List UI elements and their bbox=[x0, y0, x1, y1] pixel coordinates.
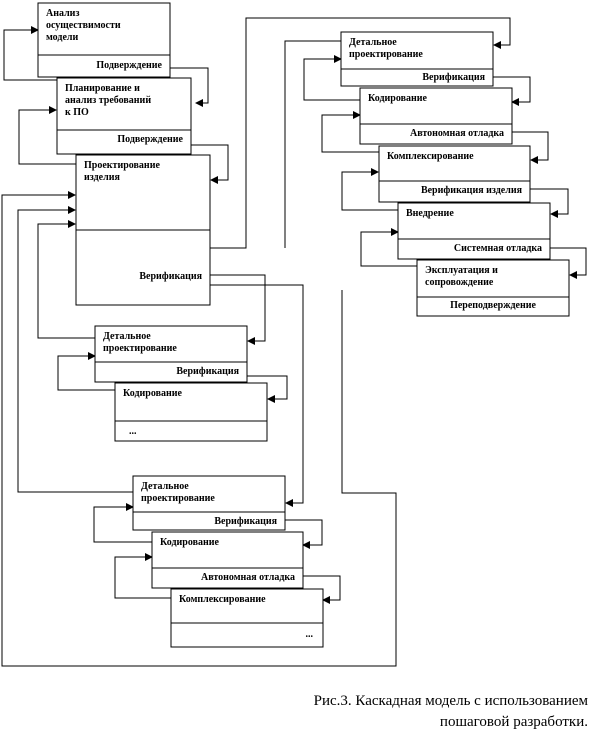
process-box: Эксплуатация исопровождениеПереподвержде… bbox=[416, 259, 570, 317]
connector bbox=[93, 503, 152, 543]
connector bbox=[341, 168, 399, 211]
box-frame bbox=[170, 588, 324, 648]
box-frame bbox=[114, 382, 268, 442]
box-title: осуществимости bbox=[46, 20, 121, 31]
connector bbox=[57, 352, 116, 391]
connector bbox=[360, 228, 417, 267]
connector bbox=[284, 519, 323, 549]
box-subtitle: Подверждение bbox=[117, 134, 183, 145]
box-title: проектирование bbox=[141, 493, 215, 504]
box-subtitle: Автономная отладка bbox=[410, 128, 504, 139]
box-subtitle: Верификация изделия bbox=[421, 185, 523, 196]
box-title: Внедрение bbox=[406, 208, 454, 219]
box-title: Комплексирование bbox=[387, 151, 474, 162]
connector bbox=[510, 131, 549, 164]
box-title: Кодирование bbox=[368, 93, 428, 104]
process-boxes: АнализосуществимостимоделиПодверждениеПл… bbox=[37, 2, 570, 648]
box-title: модели bbox=[46, 32, 78, 43]
box-title: Комплексирование bbox=[179, 594, 266, 605]
box-subtitle: Переподверждение bbox=[450, 300, 536, 311]
box-subtitle: Подверждение bbox=[96, 60, 162, 71]
box-frame bbox=[340, 31, 494, 87]
box-title: Детальное bbox=[103, 331, 151, 342]
connector bbox=[492, 76, 531, 106]
connector bbox=[18, 106, 77, 165]
box-subtitle: Верификация bbox=[422, 72, 485, 83]
box-frame bbox=[378, 145, 531, 203]
box-frame bbox=[359, 87, 513, 145]
connector bbox=[3, 26, 57, 81]
box-title: анализ требований bbox=[65, 95, 151, 106]
connector bbox=[246, 375, 288, 403]
box-title: Анализ bbox=[46, 8, 79, 19]
box-title: Детальное bbox=[141, 481, 189, 492]
connectors bbox=[1, 17, 587, 667]
box-title: к ПО bbox=[65, 107, 89, 118]
box-frame bbox=[151, 531, 304, 589]
connector bbox=[209, 274, 266, 345]
caption-line-2: пошаговой разработки. bbox=[440, 714, 588, 730]
box-title: изделия bbox=[84, 172, 120, 183]
connector bbox=[209, 17, 511, 249]
box-subtitle: ... bbox=[306, 629, 314, 640]
box-title: Детальное bbox=[349, 37, 397, 48]
connector bbox=[37, 220, 96, 339]
connector bbox=[530, 188, 569, 218]
box-frame bbox=[416, 259, 570, 317]
box-title: Планирование и bbox=[65, 83, 140, 94]
connector bbox=[190, 144, 229, 184]
connector bbox=[321, 111, 379, 153]
connector bbox=[303, 55, 360, 101]
box-subtitle: Системная отладка bbox=[454, 243, 542, 254]
connector bbox=[170, 67, 209, 107]
box-subtitle: Верификация bbox=[176, 366, 239, 377]
connector bbox=[284, 40, 341, 248]
box-title: Эксплуатация и bbox=[425, 265, 498, 276]
box-frame bbox=[397, 202, 551, 260]
connector bbox=[1, 191, 397, 667]
box-title: проектирование bbox=[349, 49, 423, 60]
caption-line-1: Рис.3. Каскадная модель с использованием bbox=[314, 693, 589, 709]
box-frame bbox=[56, 77, 192, 155]
box-frame bbox=[132, 475, 286, 531]
process-box: Кодирование... bbox=[114, 382, 268, 442]
process-box: Комплексирование... bbox=[170, 588, 324, 648]
connector bbox=[549, 247, 587, 279]
box-title: Кодирование bbox=[123, 388, 183, 399]
box-subtitle: Верификация bbox=[139, 271, 202, 282]
connector bbox=[17, 206, 134, 493]
box-frame bbox=[94, 325, 248, 383]
box-title: Проектирование bbox=[84, 160, 160, 171]
box-subtitle: ... bbox=[129, 426, 137, 437]
box-frame bbox=[37, 2, 171, 78]
connector bbox=[209, 284, 304, 507]
box-title: проектирование bbox=[103, 343, 177, 354]
box-title: сопровождение bbox=[425, 277, 494, 288]
connector bbox=[302, 575, 341, 604]
box-subtitle: Автономная отладка bbox=[201, 572, 295, 583]
box-title: Кодирование bbox=[160, 537, 220, 548]
connector bbox=[114, 553, 172, 599]
box-subtitle: Верификация bbox=[214, 516, 277, 527]
